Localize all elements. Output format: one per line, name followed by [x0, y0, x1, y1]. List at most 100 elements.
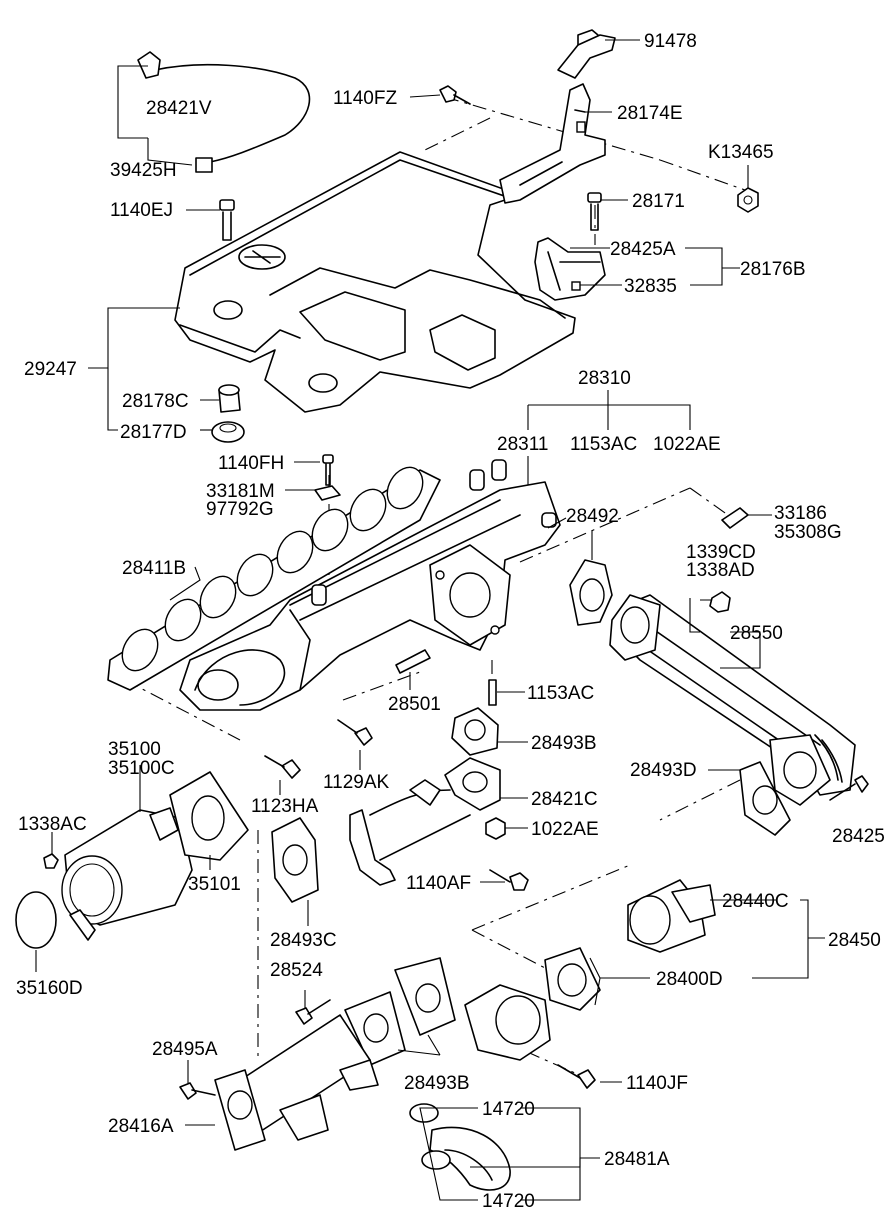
label-35101: 35101: [188, 874, 241, 895]
label-28178C: 28178C: [122, 391, 189, 412]
hose-28481A: [429, 1126, 511, 1191]
label-28411B: 28411B: [122, 558, 186, 579]
bolt-1123HA: [264, 755, 301, 779]
label-K13465: K13465: [708, 142, 774, 163]
gasket-28411B: [107, 466, 441, 691]
label-33186: 33186: [774, 503, 827, 524]
label-28495A: 28495A: [152, 1039, 218, 1060]
bracket-91478: [557, 29, 616, 79]
label-1153AC-mid: 1153AC: [527, 683, 594, 704]
label-1140AF: 1140AF: [406, 873, 471, 894]
bracket-28425A-28176B: [534, 237, 606, 301]
engine-cover-29247: [174, 151, 576, 413]
nut-1022AE-mid: [485, 817, 506, 840]
gasket-28493C: [271, 817, 319, 903]
label-35100C: 35100C: [108, 758, 175, 779]
label-28421C: 28421C: [531, 789, 598, 810]
gasket-28493D: [739, 761, 791, 836]
label-28425A: 28425A: [610, 239, 676, 260]
gasket-28493B-mid: [451, 707, 499, 756]
label-1022AE-mid: 1022AE: [531, 819, 599, 840]
label-28171: 28171: [632, 191, 685, 212]
bushing-28177D: [211, 421, 245, 443]
o-ring-35160D: [15, 891, 57, 949]
bolt-1140EJ: [219, 199, 235, 241]
label-29247: 29247: [24, 359, 77, 380]
gasket-28493B-low-2: [394, 957, 456, 1036]
label-28493D: 28493D: [630, 760, 697, 781]
label-28416A: 28416A: [108, 1116, 174, 1137]
bracket-33186: [721, 507, 749, 529]
label-35160D: 35160D: [16, 978, 83, 999]
egr-pipe-28550: [609, 594, 856, 806]
gasket-28400D: [544, 947, 601, 1011]
label-39425H: 39425H: [110, 160, 177, 181]
part-labels: 91478 28421V 1140FZ 28174E K13465 39425H…: [16, 31, 885, 1211]
bolt-28524: [295, 999, 331, 1025]
bolt-1140AF: [489, 869, 529, 891]
clamp-14720-bottom: [421, 1150, 451, 1170]
label-28174E: 28174E: [617, 103, 683, 124]
label-28524: 28524: [270, 960, 323, 981]
label-1123HA: 1123HA: [251, 796, 319, 817]
label-35100: 35100: [108, 739, 161, 760]
label-1140FH: 1140FH: [218, 453, 284, 474]
label-28440C: 28440C: [722, 891, 789, 912]
label-28177D: 28177D: [120, 422, 187, 443]
bolt-1140FZ: [439, 85, 471, 105]
intake-manifold-28311: [179, 459, 561, 711]
grommet-28178C: [218, 384, 241, 413]
sensor-28421V-wire: [137, 51, 311, 173]
stud-28501: [395, 649, 431, 674]
label-28311: 28311: [497, 434, 548, 455]
label-28501: 28501: [388, 694, 441, 715]
bolt-28495A: [179, 1082, 216, 1100]
label-28493B-low: 28493B: [404, 1073, 470, 1094]
nut-1338AD: [709, 591, 731, 613]
label-1140EJ: 1140EJ: [110, 200, 173, 221]
label-14720-top: 14720: [482, 1099, 535, 1120]
bolt-1129AK: [337, 719, 373, 746]
label-91478: 91478: [644, 31, 697, 52]
gasket-35101: [169, 771, 249, 861]
throttle-body-35100: [61, 807, 193, 941]
label-1338AD: 1338AD: [686, 560, 755, 581]
label-28400D: 28400D: [656, 969, 723, 990]
nut-K13465: [737, 187, 759, 213]
leader-lines: [35, 39, 825, 1201]
label-28425-cut: 28425: [832, 826, 885, 847]
label-28421V: 28421V: [146, 98, 212, 119]
label-35308G: 35308G: [774, 522, 842, 543]
clip-33181M: [314, 485, 341, 501]
label-97792G: 97792G: [206, 499, 274, 520]
label-28176B: 28176B: [740, 259, 806, 280]
egr-tube-28421C: [349, 757, 501, 886]
label-1022AE-top: 1022AE: [653, 434, 721, 455]
label-28450-cut: 28450: [828, 930, 881, 951]
label-32835: 32835: [624, 276, 677, 297]
bolt-1140JF: [557, 1064, 596, 1089]
label-1339CD: 1339CD: [686, 542, 756, 563]
bolt-28425-right: [829, 775, 869, 801]
label-1153AC-top: 1153AC: [570, 434, 637, 455]
label-1129AK: 1129AK: [323, 772, 390, 793]
label-1140FZ: 1140FZ: [333, 88, 397, 109]
bolt-1140FH: [322, 454, 334, 486]
label-28493C: 28493C: [270, 930, 337, 951]
egr-valve-body: [464, 984, 551, 1061]
egr-cooler-28416A: [214, 1014, 379, 1151]
screw-1338AC: [43, 853, 59, 869]
stud-1153AC: [488, 679, 497, 706]
label-28492: 28492: [566, 506, 619, 527]
egr-actuator-28440C: [627, 879, 716, 953]
label-28481A: 28481A: [604, 1149, 670, 1170]
clamp-14720-top: [409, 1103, 439, 1123]
label-1338AC: 1338AC: [18, 814, 87, 835]
label-28310: 28310: [578, 368, 631, 389]
label-1140JF: 1140JF: [626, 1073, 688, 1094]
bolt-28171: [587, 192, 602, 231]
gasket-28492: [569, 559, 613, 626]
label-14720-bottom: 14720: [482, 1191, 535, 1211]
label-28493B-mid: 28493B: [531, 733, 597, 754]
gasket-28493B-low-1: [344, 991, 406, 1066]
